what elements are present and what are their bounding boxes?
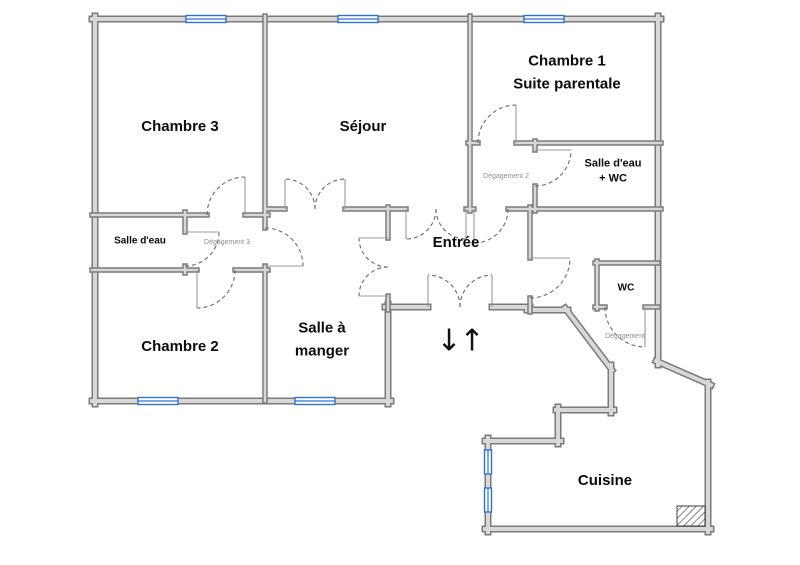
room-label-salle-deau-wc: Salle d'eau + WC xyxy=(584,157,642,185)
arrow-up-icon: ↑ xyxy=(459,323,485,359)
window-icon xyxy=(483,449,493,475)
window-icon xyxy=(483,487,493,513)
room-label-cuisine: Cuisine xyxy=(577,471,633,489)
door-arc-icon xyxy=(284,178,316,210)
door-arc-icon xyxy=(459,274,493,308)
door-arc-icon xyxy=(405,208,437,240)
room-label-chambre-3: Chambre 3 xyxy=(141,117,219,135)
door-arc-icon xyxy=(314,178,346,210)
door-arc-icon xyxy=(358,237,389,268)
door-arc-icon xyxy=(529,257,571,299)
door-arc-icon xyxy=(358,266,389,297)
room-label-degagement-3: Dégagement 3 xyxy=(204,238,250,246)
shaft-hatch-icon xyxy=(676,505,706,527)
door-arc-icon xyxy=(264,227,304,267)
room-label-chambre-2: Chambre 2 xyxy=(141,337,219,355)
room-label-wc: WC xyxy=(617,282,635,294)
room-label-chambre-1: Chambre 1 Suite parentale xyxy=(513,52,621,93)
window-icon xyxy=(137,396,179,406)
door-arc-icon xyxy=(196,269,236,309)
room-label-sejour: Séjour xyxy=(339,117,387,135)
door-arc-icon xyxy=(206,176,246,216)
room-label-entree: Entrée xyxy=(432,233,480,251)
window-icon xyxy=(337,14,379,24)
windows xyxy=(137,14,565,513)
arrow-down-icon: ↓ xyxy=(436,323,462,359)
door-arc-icon xyxy=(477,104,517,144)
door-arc-icon xyxy=(604,306,646,348)
room-label-salle-a-manger: Salle à manger xyxy=(294,319,350,360)
door-arc-icon xyxy=(184,231,220,267)
room-label-degagement-2: Dégagement 2 xyxy=(483,172,529,180)
door-arc-icon xyxy=(435,208,467,240)
door-arcs xyxy=(184,104,646,348)
door-arc-icon xyxy=(427,274,461,308)
door-arc-icon xyxy=(534,149,572,187)
window-icon xyxy=(185,14,227,24)
window-icon xyxy=(294,396,336,406)
room-label-salle-deau: Salle d'eau xyxy=(114,235,166,247)
room-label-degagement: Dégagement xyxy=(604,332,646,340)
door-leaf-icon xyxy=(185,105,646,347)
window-icon xyxy=(523,14,565,24)
interior-walls xyxy=(89,13,664,404)
